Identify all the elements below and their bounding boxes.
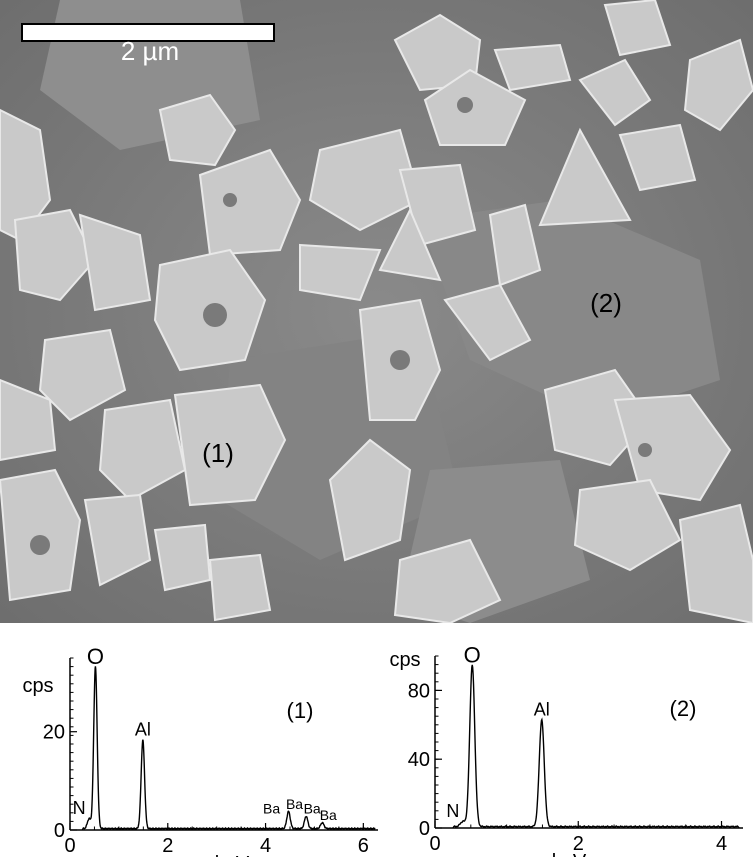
sem-crystal xyxy=(678,503,753,623)
x-tick-label: 0 xyxy=(429,833,440,855)
scale-bar xyxy=(21,23,275,42)
sem-crystal xyxy=(683,38,753,132)
sem-crystal xyxy=(443,283,532,362)
y-axis-label: cps xyxy=(389,649,420,671)
x-tick-label: 0 xyxy=(64,835,75,857)
x-tick-label: 6 xyxy=(358,835,369,857)
sem-crystal xyxy=(153,523,212,592)
sem-crystal xyxy=(488,203,542,287)
y-tick-label: 0 xyxy=(54,820,65,842)
y-tick-label: 40 xyxy=(408,749,430,771)
peak-label: Ba xyxy=(304,801,321,817)
region-label-2: (2) xyxy=(590,288,622,318)
region-label-1: (1) xyxy=(202,438,234,468)
sem-crystal xyxy=(578,58,652,127)
sem-crystal xyxy=(0,378,57,462)
panel-label: (2) xyxy=(670,696,697,721)
sem-crystal xyxy=(173,383,287,507)
peak-label: Al xyxy=(534,699,550,719)
spectrum-line xyxy=(81,666,376,831)
y-tick-label: 20 xyxy=(43,722,65,744)
sem-crystal xyxy=(83,493,152,587)
sem-crystal xyxy=(573,478,682,572)
sem-crystal xyxy=(393,538,502,623)
sem-crystal xyxy=(208,553,272,622)
sem-crystal xyxy=(308,128,422,232)
x-tick-label: 2 xyxy=(573,833,584,855)
x-axis-label: keV xyxy=(215,853,250,857)
sem-crystal xyxy=(393,13,482,92)
sem-crystal xyxy=(538,127,632,227)
sem-crystal xyxy=(38,328,127,422)
sem-pore xyxy=(30,535,50,555)
peak-label: N xyxy=(73,798,86,818)
x-tick-label: 4 xyxy=(260,835,271,857)
peak-label: O xyxy=(464,642,481,667)
sem-pore xyxy=(457,97,473,113)
sem-crystal xyxy=(603,0,672,57)
sem-crystal xyxy=(299,243,382,302)
peak-label: N xyxy=(446,801,459,821)
spectrum-line xyxy=(452,664,740,829)
x-tick-label: 4 xyxy=(716,833,727,855)
peak-label: Ba xyxy=(320,807,337,823)
scale-bar-label: 2 µm xyxy=(121,36,179,66)
x-tick-label: 2 xyxy=(162,835,173,857)
sem-crystal xyxy=(618,123,697,192)
sem-crystal xyxy=(493,43,572,92)
sem-crystal xyxy=(613,393,732,502)
sem-crystal xyxy=(98,398,187,502)
sem-crystal xyxy=(198,148,302,257)
sem-crystal xyxy=(158,93,237,167)
peak-label: Al xyxy=(135,720,151,740)
sem-crystal xyxy=(78,213,152,312)
sem-micrograph: 2 µm (1) (2) xyxy=(0,0,753,623)
y-tick-label: 80 xyxy=(408,680,430,702)
peak-label: O xyxy=(87,644,104,669)
sem-crystal xyxy=(378,207,442,282)
sem-crystal xyxy=(423,68,527,146)
peak-label: Ba xyxy=(286,796,303,812)
sem-pore xyxy=(390,350,410,370)
y-axis-label: cps xyxy=(22,675,53,697)
sem-crystal xyxy=(13,208,97,302)
peak-label: Ba xyxy=(263,801,280,817)
x-axis-label: keV xyxy=(552,851,587,857)
y-tick-label: 0 xyxy=(419,818,430,840)
sem-crystal xyxy=(328,438,412,562)
sem-pore xyxy=(638,443,652,457)
sem-pore xyxy=(223,193,237,207)
panel-label: (1) xyxy=(287,698,314,723)
sem-pore xyxy=(203,303,227,327)
